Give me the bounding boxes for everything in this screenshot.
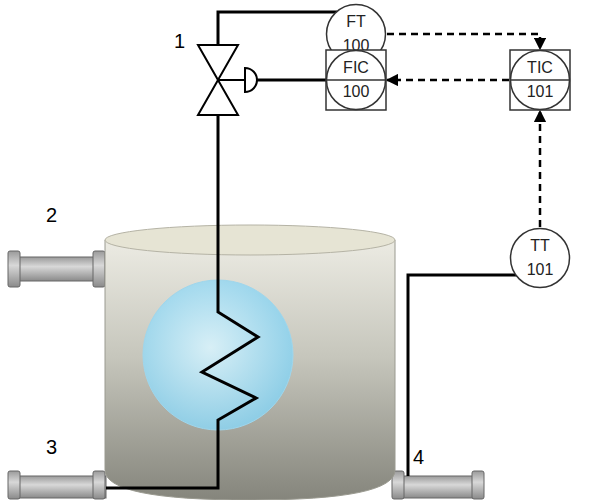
instrument-circle xyxy=(327,51,386,110)
nozzle-pipe xyxy=(394,476,482,498)
instrument-circle xyxy=(511,51,570,110)
signal-connector xyxy=(387,79,509,82)
nozzle-flange xyxy=(472,471,484,499)
tag-letters: TIC xyxy=(527,59,553,77)
nozzle-flange xyxy=(93,471,105,499)
bubble-outline xyxy=(325,49,387,111)
tag-letters: TT xyxy=(530,237,550,255)
bubble-outline xyxy=(509,227,571,289)
nozzle-flange xyxy=(8,251,20,287)
control-valve xyxy=(198,80,238,115)
divider-line xyxy=(327,79,386,81)
bubble-outline xyxy=(509,49,571,111)
process-pipe xyxy=(218,12,337,45)
signal-connector xyxy=(387,34,540,49)
tag-letters: FT xyxy=(346,13,366,31)
coil-pipe xyxy=(106,115,258,488)
nozzle-flange xyxy=(93,251,105,287)
nozzle-flange xyxy=(8,471,20,499)
tank-top xyxy=(105,225,395,255)
signal-connector xyxy=(539,111,542,227)
flow-controller: FIC 100 xyxy=(325,49,387,111)
valve-stem xyxy=(218,79,245,81)
instrument-circle xyxy=(511,229,570,288)
signal-line xyxy=(257,79,326,82)
valve-actuator xyxy=(245,68,257,92)
sensor-wire xyxy=(408,275,517,476)
callout-number: 2 xyxy=(46,204,57,226)
tag-number: 101 xyxy=(527,261,554,279)
temperature-transmitter: TT 101 xyxy=(509,227,571,289)
callout-number: 3 xyxy=(46,436,57,458)
tag-number: 101 xyxy=(527,83,554,101)
tank-body xyxy=(105,240,395,500)
control-valve xyxy=(198,45,238,80)
callout-number: 4 xyxy=(413,446,424,468)
tag-letters: FIC xyxy=(343,59,369,77)
display-square xyxy=(510,50,570,110)
display-square xyxy=(326,50,386,110)
callout-number: 1 xyxy=(174,30,185,52)
temperature-controller: TIC 101 xyxy=(509,49,571,111)
divider-line xyxy=(511,79,570,81)
tag-number: 100 xyxy=(343,83,370,101)
